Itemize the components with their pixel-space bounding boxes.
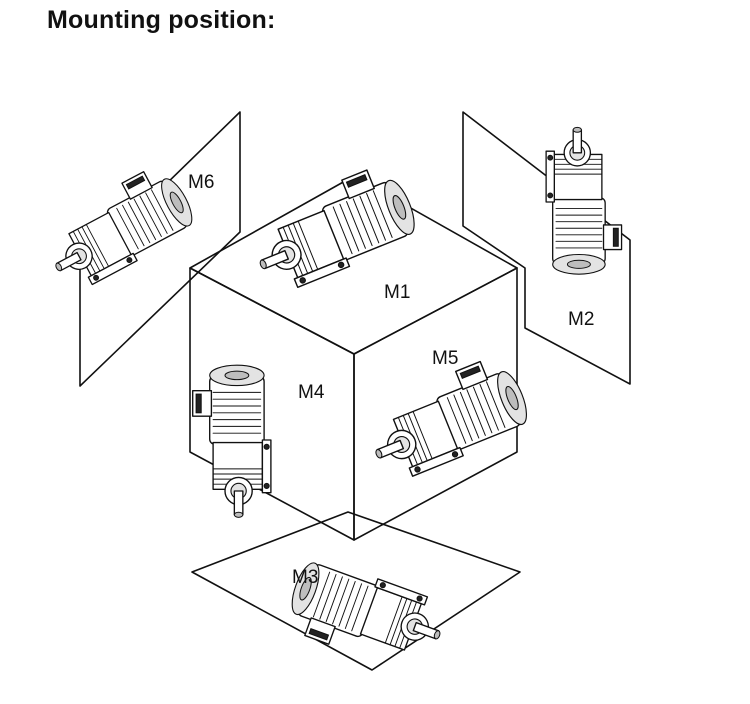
- label-m3: M3: [292, 567, 318, 588]
- diagram-title: Mounting position:: [47, 6, 276, 34]
- cube-right-face: [353, 267, 518, 541]
- label-m5: M5: [432, 348, 458, 369]
- label-m2: M2: [568, 309, 594, 330]
- motor-m6: [35, 159, 202, 297]
- motor-m2: [545, 126, 623, 275]
- motor-m1: [241, 159, 424, 298]
- panel-m2: [462, 111, 631, 385]
- motor-m5: [357, 350, 536, 487]
- label-m4: M4: [298, 382, 325, 403]
- label-m1: M1: [384, 282, 410, 303]
- label-m6: M6: [188, 172, 214, 193]
- motor-m4: [192, 364, 272, 519]
- cube: [189, 175, 518, 541]
